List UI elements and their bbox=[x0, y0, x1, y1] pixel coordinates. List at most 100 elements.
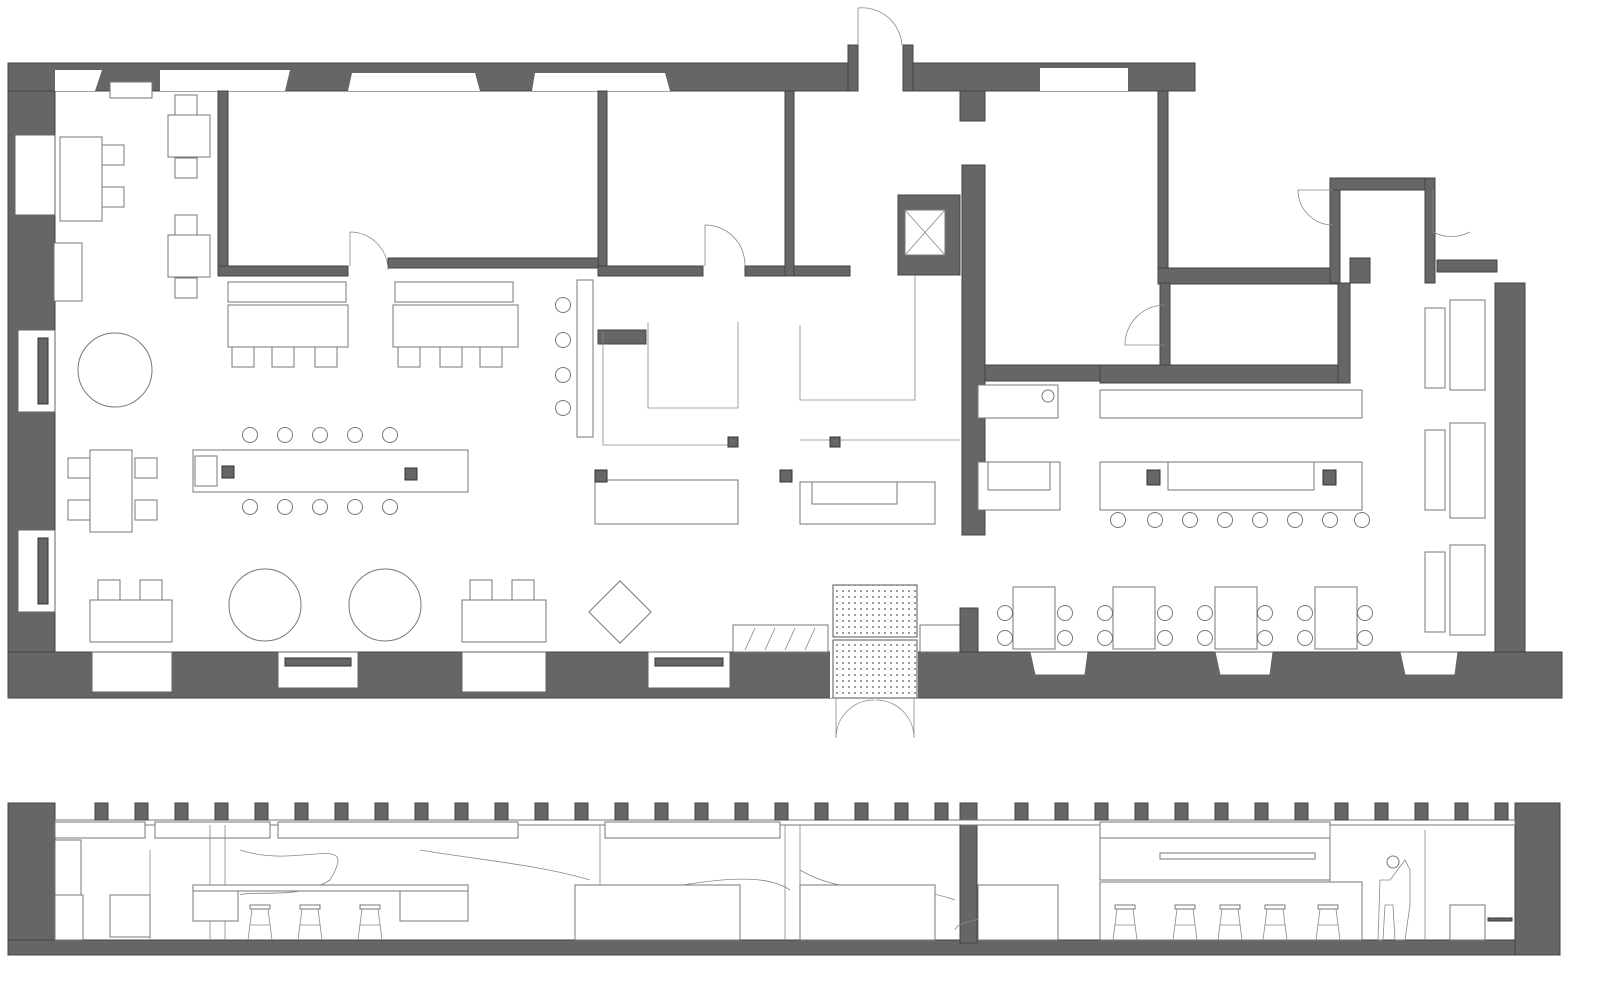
bar-stool-seat bbox=[249, 904, 271, 910]
chair bbox=[174, 94, 198, 116]
ceiling-beam bbox=[1174, 802, 1189, 821]
ceiling-beam bbox=[1454, 802, 1469, 821]
ceiling-beam bbox=[174, 802, 189, 821]
counters bbox=[109, 81, 1486, 636]
stool bbox=[555, 367, 571, 383]
table bbox=[1314, 586, 1358, 650]
ceiling-beam bbox=[94, 802, 109, 821]
bar-stool-legs bbox=[1217, 908, 1243, 941]
bar-stool-seat bbox=[359, 904, 381, 910]
bar-stool-seat bbox=[299, 904, 321, 910]
stool bbox=[347, 427, 363, 443]
ceiling-beam bbox=[334, 802, 349, 821]
bar-stool-seat bbox=[1219, 904, 1241, 910]
table bbox=[53, 242, 83, 302]
table bbox=[59, 136, 103, 222]
ceiling-beam bbox=[654, 802, 669, 821]
chair bbox=[271, 346, 295, 368]
stool bbox=[1197, 605, 1213, 621]
stool bbox=[1357, 630, 1373, 646]
bar-stool-seat bbox=[1317, 904, 1339, 910]
table bbox=[89, 599, 173, 643]
bar-stool-legs bbox=[297, 908, 323, 941]
stool bbox=[555, 400, 571, 416]
ceiling-beam bbox=[894, 802, 909, 821]
table bbox=[167, 114, 211, 158]
chair bbox=[231, 346, 255, 368]
ceiling-beam bbox=[854, 802, 869, 821]
chair bbox=[314, 346, 338, 368]
stool bbox=[382, 499, 398, 515]
stool bbox=[347, 499, 363, 515]
stool bbox=[1287, 512, 1303, 528]
stool bbox=[1110, 512, 1126, 528]
stool bbox=[312, 499, 328, 515]
stool bbox=[1322, 512, 1338, 528]
bar-stool-seat bbox=[1114, 904, 1136, 910]
ceiling-beam bbox=[574, 802, 589, 821]
stool bbox=[277, 427, 293, 443]
bar-stool-legs bbox=[247, 908, 273, 941]
ceiling-beam bbox=[254, 802, 269, 821]
table bbox=[588, 580, 652, 644]
bar-stool-legs bbox=[1172, 908, 1198, 941]
chair bbox=[469, 579, 493, 601]
stool bbox=[1297, 630, 1313, 646]
ceiling-beam bbox=[1054, 802, 1069, 821]
chair bbox=[67, 457, 91, 479]
table bbox=[1112, 586, 1156, 650]
stool bbox=[1257, 630, 1273, 646]
stool bbox=[1252, 512, 1268, 528]
entrance bbox=[732, 584, 961, 739]
ceiling-beam bbox=[734, 802, 749, 821]
stool bbox=[382, 427, 398, 443]
ceiling-beam bbox=[534, 802, 549, 821]
table bbox=[1012, 586, 1056, 650]
top-door bbox=[847, 7, 914, 92]
left-windows bbox=[14, 134, 56, 613]
stool bbox=[1147, 512, 1163, 528]
bar-stool-legs bbox=[1315, 908, 1341, 941]
table bbox=[1214, 586, 1258, 650]
ceiling-beam bbox=[814, 802, 829, 821]
section-view bbox=[7, 802, 1561, 956]
bar-stool-seat bbox=[1174, 904, 1196, 910]
bar-stool-legs bbox=[1262, 908, 1288, 941]
stool bbox=[555, 297, 571, 313]
stool bbox=[277, 499, 293, 515]
stool bbox=[242, 499, 258, 515]
ceiling-beam bbox=[374, 802, 389, 821]
round-table bbox=[77, 332, 153, 408]
chair bbox=[479, 346, 503, 368]
ceiling-beams bbox=[94, 802, 1509, 821]
table bbox=[167, 234, 211, 278]
floor-plan bbox=[7, 7, 1563, 739]
ceiling-beam bbox=[1294, 802, 1309, 821]
stool bbox=[312, 427, 328, 443]
chair bbox=[134, 499, 158, 521]
chair bbox=[439, 346, 463, 368]
chair bbox=[67, 499, 91, 521]
table bbox=[227, 304, 349, 348]
stool bbox=[1357, 605, 1373, 621]
back-rooms bbox=[217, 90, 1498, 653]
chair bbox=[101, 144, 125, 166]
ceiling-beam bbox=[694, 802, 709, 821]
stool bbox=[997, 605, 1013, 621]
ceiling-beam bbox=[614, 802, 629, 821]
round-table bbox=[348, 568, 422, 642]
stool bbox=[1354, 512, 1370, 528]
stool bbox=[1257, 605, 1273, 621]
ceiling-beam bbox=[1134, 802, 1149, 821]
ceiling-beam bbox=[294, 802, 309, 821]
stool bbox=[1297, 605, 1313, 621]
stool bbox=[1182, 512, 1198, 528]
stool bbox=[1157, 605, 1173, 621]
chair bbox=[101, 186, 125, 208]
stool bbox=[1097, 630, 1113, 646]
table bbox=[394, 281, 514, 303]
ceiling-beam bbox=[774, 802, 789, 821]
chair bbox=[139, 579, 163, 601]
stool bbox=[997, 630, 1013, 646]
